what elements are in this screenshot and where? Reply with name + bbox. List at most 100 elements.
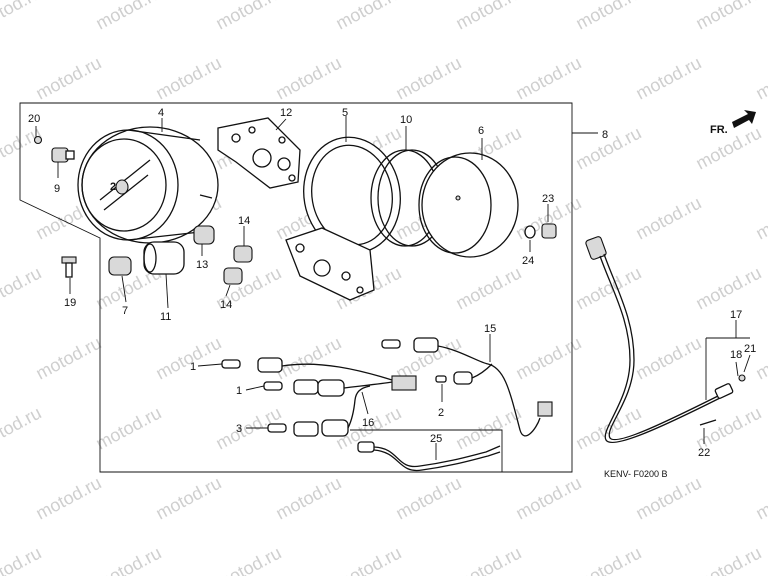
watermark-text: motod.ru bbox=[692, 543, 764, 576]
washer[interactable] bbox=[524, 225, 536, 239]
drawing-code: KENV- F0200 B bbox=[604, 469, 668, 479]
watermark-text: motod.ru bbox=[692, 263, 764, 314]
watermark-text: motod.ru bbox=[632, 473, 704, 524]
part-label[interactable]: 4 bbox=[158, 107, 164, 119]
part-label[interactable]: 2 bbox=[438, 407, 444, 419]
part-label[interactable]: 22 bbox=[698, 447, 710, 459]
watermark-text: motod.ru bbox=[272, 53, 344, 104]
part-label[interactable]: 8 bbox=[602, 129, 608, 141]
part-label[interactable]: 14 bbox=[220, 299, 232, 311]
watermark-text: motod.ru bbox=[632, 193, 704, 244]
watermark-text: motod.ru bbox=[632, 333, 704, 384]
watermark-text: motod.ru bbox=[512, 333, 584, 384]
watermark-text: motod.ru bbox=[332, 0, 404, 34]
mount-bolt[interactable] bbox=[61, 256, 77, 278]
grommet-large[interactable] bbox=[143, 241, 185, 275]
watermark-text: motod.ru bbox=[92, 543, 164, 576]
watermark-text: motod.ru bbox=[332, 543, 404, 576]
part-label[interactable]: 20 bbox=[28, 113, 40, 125]
watermark-text: motod.ru bbox=[152, 473, 224, 524]
part-label[interactable]: 6 bbox=[478, 125, 484, 137]
watermark-text: motod.ru bbox=[0, 123, 45, 174]
watermark-text: motod.ru bbox=[452, 0, 524, 34]
part-label[interactable]: 15 bbox=[484, 323, 496, 335]
part-label[interactable]: 13 bbox=[196, 259, 208, 271]
watermark-text: motod.ru bbox=[0, 263, 45, 314]
sub-harness[interactable] bbox=[357, 441, 501, 472]
watermark-text: motod.ru bbox=[0, 403, 45, 454]
part-label[interactable]: 14 bbox=[238, 215, 250, 227]
part-label[interactable]: 1 bbox=[236, 385, 242, 397]
part-label[interactable]: 18 bbox=[730, 349, 742, 361]
part-label[interactable]: 7 bbox=[122, 305, 128, 317]
mounting-bracket[interactable] bbox=[217, 117, 301, 189]
watermark-text: motod.ru bbox=[272, 473, 344, 524]
part-label[interactable]: 25 bbox=[430, 433, 442, 445]
part-label[interactable]: 5 bbox=[342, 107, 348, 119]
watermark-text: motod.ru bbox=[92, 403, 164, 454]
assembly-outline bbox=[19, 102, 573, 473]
part-label[interactable]: 24 bbox=[522, 255, 534, 267]
speedometer-cable[interactable] bbox=[585, 236, 750, 444]
watermark-text: motod.ru bbox=[272, 333, 344, 384]
watermark-text: motod.ru bbox=[752, 53, 768, 104]
indicator-harness[interactable] bbox=[381, 337, 553, 437]
watermark-text: motod.ru bbox=[392, 473, 464, 524]
watermark-text: motod.ru bbox=[152, 53, 224, 104]
part-label[interactable]: 9 bbox=[54, 183, 60, 195]
watermark-text: motod.ru bbox=[0, 0, 45, 34]
bulb-socket-harness[interactable] bbox=[221, 357, 417, 437]
part-label[interactable]: 21 bbox=[744, 343, 756, 355]
watermark-text: motod.ru bbox=[572, 403, 644, 454]
rubber-mount[interactable] bbox=[233, 245, 253, 263]
watermark-text: motod.ru bbox=[752, 333, 768, 384]
watermark-text: motod.ru bbox=[32, 473, 104, 524]
watermark-text: motod.ru bbox=[512, 473, 584, 524]
watermark-text: motod.ru bbox=[392, 53, 464, 104]
part-label[interactable]: 16 bbox=[362, 417, 374, 429]
meter-cover[interactable] bbox=[418, 152, 519, 258]
part-label[interactable]: 17 bbox=[730, 309, 742, 321]
watermark-text: motod.ru bbox=[92, 0, 164, 34]
watermark-text: motod.ru bbox=[212, 543, 284, 576]
part-label[interactable]: 1 bbox=[190, 361, 196, 373]
watermark-text: motod.ru bbox=[752, 473, 768, 524]
front-direction-label: FR. bbox=[710, 124, 728, 136]
front-direction-arrow bbox=[732, 110, 756, 128]
watermark-text: motod.ru bbox=[452, 263, 524, 314]
watermark-text: motod.ru bbox=[692, 123, 764, 174]
watermark-text: motod.ru bbox=[752, 193, 768, 244]
watermark-text: motod.ru bbox=[452, 543, 524, 576]
watermark-text: motod.ru bbox=[572, 123, 644, 174]
watermark-text: motod.ru bbox=[692, 0, 764, 34]
speedometer-assembly[interactable]: 25 bbox=[77, 126, 219, 244]
leader-lines bbox=[35, 116, 751, 460]
part-number-labels: 1 1 2 3 4 5 6 7 8 9 10 11 12 13 14 14 15… bbox=[28, 107, 756, 459]
watermark-text: motod.ru bbox=[0, 543, 45, 576]
part-label[interactable]: 19 bbox=[64, 297, 76, 309]
trip-knob[interactable] bbox=[51, 147, 75, 163]
watermark-text: motod.ru bbox=[512, 53, 584, 104]
watermark-text: motod.ru bbox=[32, 53, 104, 104]
watermark-text: motod.ru bbox=[452, 403, 524, 454]
watermark-text: motod.ru bbox=[692, 403, 764, 454]
rubber-mount-lower[interactable] bbox=[223, 267, 243, 285]
watermark-text: motod.ru bbox=[572, 543, 644, 576]
knob-screw[interactable] bbox=[33, 135, 43, 145]
watermark-text: motod.ru bbox=[212, 0, 284, 34]
watermark-text: motod.ru bbox=[572, 263, 644, 314]
part-label[interactable]: 23 bbox=[542, 193, 554, 205]
cap-nut[interactable] bbox=[541, 223, 557, 239]
part-label[interactable]: 12 bbox=[280, 107, 292, 119]
part-label[interactable]: 11 bbox=[160, 311, 171, 323]
grommet-small[interactable] bbox=[108, 256, 132, 276]
watermark-text: motod.ru bbox=[152, 333, 224, 384]
part-label[interactable]: 3 bbox=[236, 423, 242, 435]
watermark-text: motod.ru bbox=[32, 333, 104, 384]
part-label[interactable]: 10 bbox=[400, 114, 412, 126]
watermark-text: motod.ru bbox=[632, 53, 704, 104]
harness-sub-outline bbox=[350, 429, 503, 472]
cushion-rubber[interactable] bbox=[193, 225, 215, 245]
